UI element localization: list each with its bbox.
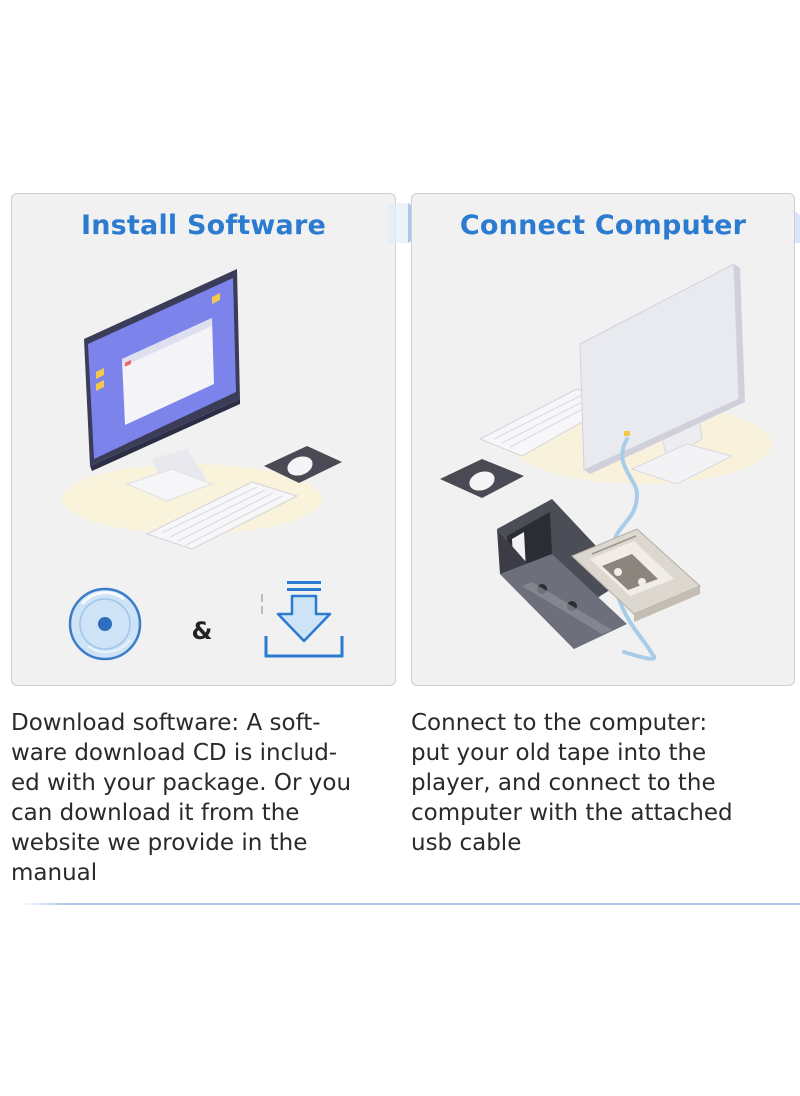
step-title-install-software: Install Software: [80, 210, 326, 241]
cassette-tape-icon: [571, 528, 701, 622]
cd-disc-icon: [68, 587, 142, 661]
step-panel-connect-computer: Connect Computer: [411, 193, 795, 686]
section-divider: [20, 903, 800, 905]
computer-monitor-icon: [84, 269, 240, 502]
mouse-pad-icon: [440, 459, 524, 498]
step-panel-install-software: Install Software: [11, 193, 396, 686]
computer-monitor-back-icon: [579, 263, 745, 485]
connect-illustration: [440, 263, 772, 661]
keyboard-icon: [145, 481, 299, 550]
separator-ampersand: &: [192, 617, 213, 645]
install-illustration: &: [62, 269, 344, 661]
step-title-connect-computer: Connect Computer: [459, 210, 747, 241]
cassette-player-icon: [497, 499, 627, 649]
mouse-pad-icon: [264, 446, 342, 483]
download-icon: [261, 581, 344, 658]
step-description-connect-computer: Connect to the computer: put your old ta…: [411, 710, 733, 856]
step-description-install-software: Download software: A soft- ware download…: [11, 710, 352, 886]
